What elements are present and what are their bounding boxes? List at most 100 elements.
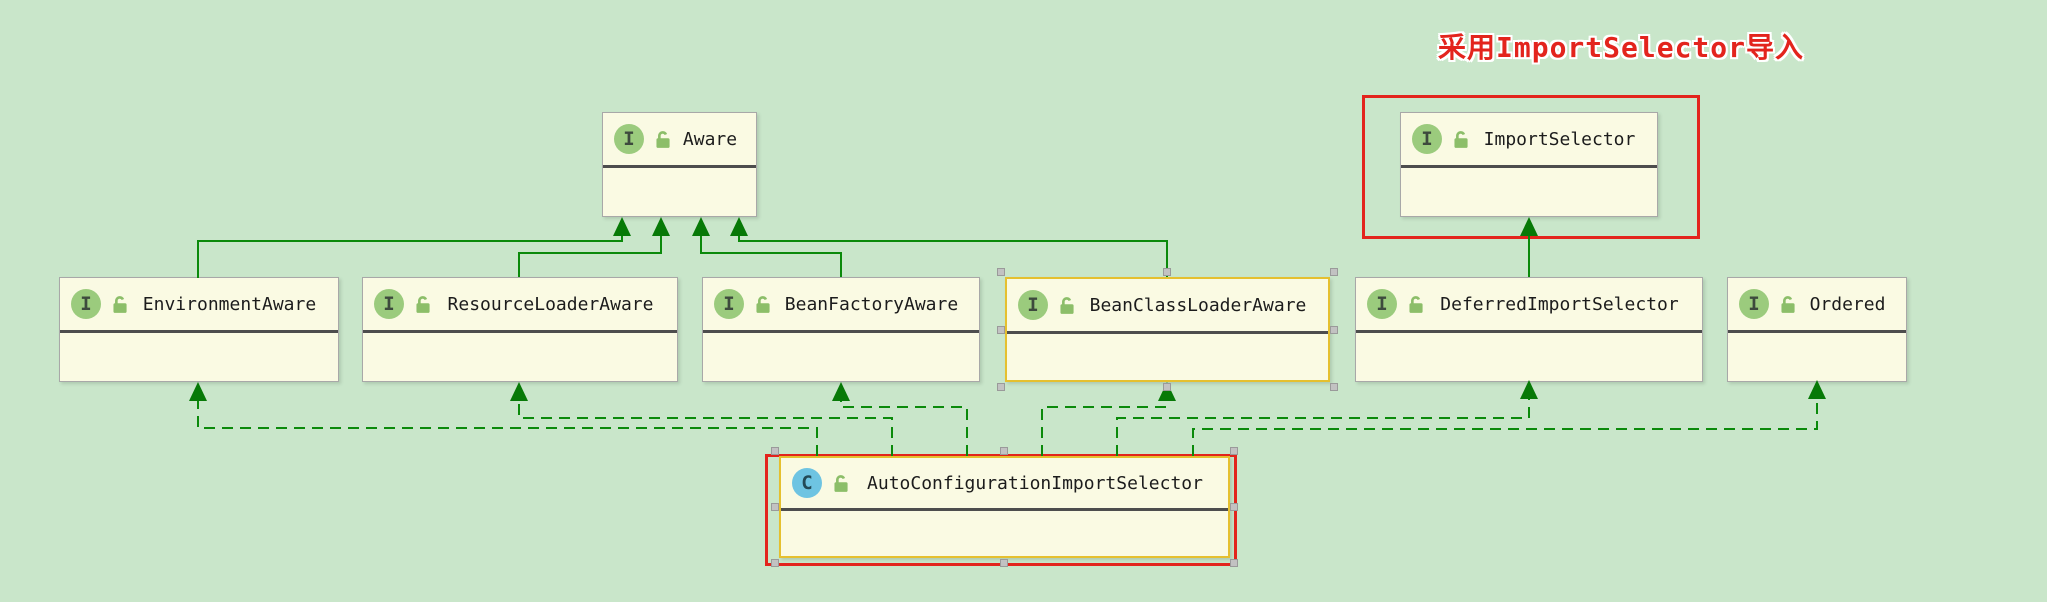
node-aware[interactable]: I Aware — [602, 112, 757, 217]
open-lock-icon — [1056, 295, 1078, 316]
interface-icon: I — [614, 124, 644, 154]
node-beanfactoryaware[interactable]: I BeanFactoryAware — [702, 277, 980, 382]
node-separator — [1007, 331, 1328, 334]
selection-handle[interactable] — [1330, 383, 1338, 391]
node-separator — [703, 330, 979, 333]
connector-acis-beanclassloaderaware — [1041, 399, 1168, 456]
node-members-section — [1401, 168, 1657, 216]
selection-handle[interactable] — [1230, 447, 1238, 455]
highlight-rect-importselector — [1362, 95, 1700, 239]
selection-handle[interactable] — [771, 447, 779, 455]
selection-handle[interactable] — [1163, 383, 1171, 391]
bottom-edge-strip — [0, 602, 2047, 610]
class-name-label: EnvironmentAware — [142, 293, 317, 315]
arrowhead-icon — [692, 217, 710, 236]
node-deferredimportselector[interactable]: I DeferredImportSelector — [1355, 277, 1703, 382]
selection-handle[interactable] — [771, 559, 779, 567]
connector-environmentaware-aware — [197, 234, 623, 278]
node-separator — [363, 330, 677, 333]
open-lock-icon — [1405, 294, 1427, 315]
node-members-section — [60, 333, 338, 381]
connector-beanfactoryaware-aware — [700, 234, 842, 277]
connector-acis-environmentaware — [197, 399, 818, 456]
arrowhead-icon — [613, 217, 631, 236]
node-beanclassloaderaware[interactable]: I BeanClassLoaderAware — [1005, 277, 1330, 382]
node-members-section — [603, 168, 756, 216]
class-icon: C — [792, 468, 822, 498]
node-separator — [781, 508, 1228, 511]
selection-handle[interactable] — [997, 268, 1005, 276]
connector-acis-beanfactoryaware — [840, 399, 968, 456]
node-header: I Ordered — [1728, 278, 1906, 330]
node-header: I BeanClassLoaderAware — [1007, 279, 1328, 331]
open-lock-icon — [752, 294, 774, 315]
node-members-section — [363, 333, 677, 381]
open-lock-icon — [109, 294, 131, 315]
selection-handle[interactable] — [1163, 268, 1171, 276]
node-separator — [1401, 165, 1657, 168]
node-members-section — [781, 511, 1228, 556]
connector-acis-ordered — [1192, 397, 1818, 456]
class-name-label: AutoConfigurationImportSelector — [867, 472, 1203, 494]
selection-handle[interactable] — [1230, 503, 1238, 511]
node-members-section — [1356, 333, 1702, 381]
open-lock-icon — [652, 129, 674, 150]
class-name-label: BeanFactoryAware — [784, 293, 959, 315]
interface-icon: I — [71, 289, 101, 319]
interface-icon: I — [1412, 124, 1442, 154]
interface-icon: I — [1018, 290, 1048, 320]
connector-resourceloaderaware-aware — [518, 234, 662, 277]
node-members-section — [1728, 333, 1906, 381]
node-header: I DeferredImportSelector — [1356, 278, 1702, 330]
connector-acis-deferredimportselector — [1116, 397, 1530, 456]
node-header: I Aware — [603, 113, 756, 165]
node-autoconfigurationimportselector[interactable]: C AutoConfigurationImportSelector — [779, 456, 1230, 558]
node-members-section — [703, 333, 979, 381]
node-header: I BeanFactoryAware — [703, 278, 979, 330]
selection-handle[interactable] — [997, 383, 1005, 391]
interface-icon: I — [714, 289, 744, 319]
node-separator — [60, 330, 338, 333]
arrowhead-icon — [652, 217, 670, 236]
selection-handle[interactable] — [1000, 447, 1008, 455]
node-separator — [1728, 330, 1906, 333]
arrowhead-icon — [189, 382, 207, 401]
connector-beanclassloaderaware-aware — [738, 234, 1168, 277]
arrowhead-icon — [1520, 380, 1538, 399]
connector-acis-resourceloaderaware — [518, 399, 893, 456]
class-name-label: BeanClassLoaderAware — [1089, 294, 1307, 316]
arrowhead-icon — [832, 382, 850, 401]
selection-handle[interactable] — [1230, 559, 1238, 567]
node-header: I ImportSelector — [1401, 113, 1657, 165]
interface-icon: I — [1367, 289, 1397, 319]
interface-icon: I — [374, 289, 404, 319]
selection-handle[interactable] — [1000, 559, 1008, 567]
node-resourceloaderaware[interactable]: I ResourceLoaderAware — [362, 277, 678, 382]
arrowhead-icon — [1808, 380, 1826, 399]
class-name-label: Aware — [682, 128, 738, 150]
class-name-label: DeferredImportSelector — [1440, 293, 1679, 315]
class-name-label: ImportSelector — [1483, 128, 1636, 150]
selection-handle[interactable] — [1330, 326, 1338, 334]
selection-handle[interactable] — [997, 326, 1005, 334]
open-lock-icon — [412, 294, 434, 315]
interface-icon: I — [1739, 289, 1769, 319]
node-environmentaware[interactable]: I EnvironmentAware — [59, 277, 339, 382]
class-name-label: ResourceLoaderAware — [447, 293, 654, 315]
selection-handle[interactable] — [771, 503, 779, 511]
node-header: I ResourceLoaderAware — [363, 278, 677, 330]
open-lock-icon — [1450, 129, 1472, 150]
node-separator — [1356, 330, 1702, 333]
node-importselector[interactable]: I ImportSelector — [1400, 112, 1658, 217]
node-header: C AutoConfigurationImportSelector — [781, 458, 1228, 508]
node-separator — [603, 165, 756, 168]
node-ordered[interactable]: I Ordered — [1727, 277, 1907, 382]
arrowhead-icon — [730, 217, 748, 236]
arrowhead-icon — [510, 382, 528, 401]
selection-handle[interactable] — [1330, 268, 1338, 276]
open-lock-icon — [1777, 294, 1799, 315]
open-lock-icon — [830, 473, 852, 494]
node-header: I EnvironmentAware — [60, 278, 338, 330]
annotation-text: 采用ImportSelector导入 — [1438, 31, 1805, 64]
